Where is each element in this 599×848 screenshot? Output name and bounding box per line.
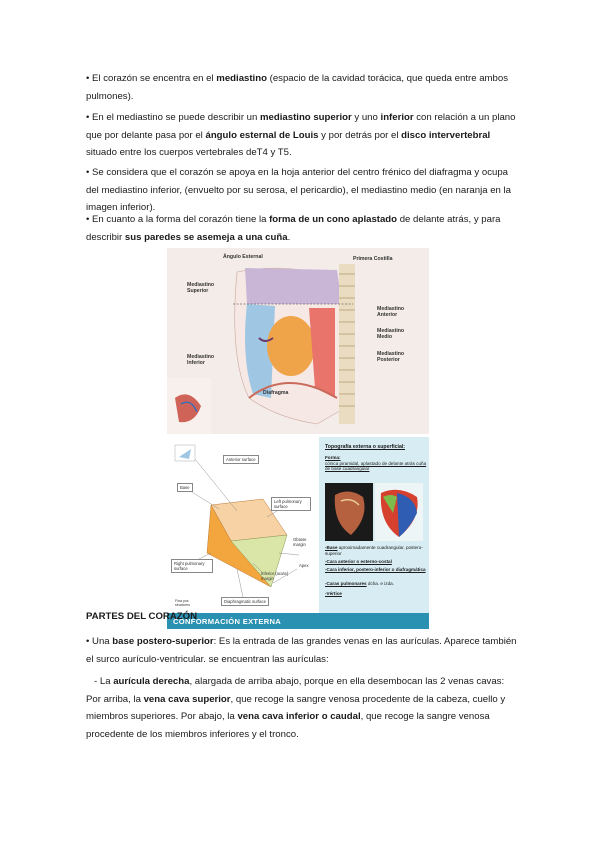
diaphragm	[248, 382, 338, 399]
topografia-title: Topografía externa o superficial:	[325, 444, 406, 450]
bold-text: base postero-superior	[112, 636, 214, 647]
label-mediastino-superior: Mediastino Superior	[187, 282, 215, 294]
item-cara-anterior: -Cara anterior o esterno-costal	[325, 559, 429, 565]
wedge-diagram: Anterior surface Base Left pulmonary sur…	[167, 437, 319, 613]
text: con relación a un plano que por delante …	[86, 112, 516, 141]
item-vertice: -Vértice	[325, 591, 429, 597]
external-conformation-figure: Anterior surface Base Left pulmonary sur…	[167, 437, 429, 629]
label-diafragma: Diafragma	[263, 390, 289, 396]
heart-wedge-illustration	[174, 444, 300, 598]
label-anterior-surface: Anterior surface	[223, 455, 259, 464]
text: - La	[86, 676, 114, 687]
item-vertice-label: -Vértice	[325, 591, 342, 596]
topografia-panel: Topografía externa o superficial: Forma:…	[319, 437, 429, 613]
item-base-label: -Base	[325, 545, 338, 550]
label-mediastino-posterior: Mediastino Posterior	[377, 351, 405, 363]
bold-text: aurícula derecha	[113, 676, 190, 687]
label-obtuse-margin: Obtuse margin	[293, 537, 307, 547]
item-cara-anterior-label: -Cara anterior o esterno-costal	[325, 559, 392, 564]
forma-block: Forma: cónica piramidal, aplastado de de…	[325, 455, 429, 472]
text: (espacio de la cavidad torácica, que que…	[86, 73, 509, 102]
bold-text: inferior	[380, 112, 414, 123]
label-mediastino-inferior: Mediastino Inferior	[187, 354, 215, 366]
text: situado entre los cuerpos vertebrales de…	[86, 147, 292, 158]
label-angulo-esternal: Ángulo Esternal	[223, 254, 263, 260]
item-base: -Base aproximadamente cuadrangular, post…	[325, 545, 429, 556]
text: de delante atrás, y para describir	[86, 214, 501, 243]
section-heading: PARTES DEL CORAZÓN	[86, 611, 198, 622]
paragraph-auricula-derecha: - La aurícula derecha, alargada de arrib…	[86, 673, 518, 743]
label-mediastino-anterior: Mediastino Anterior	[377, 306, 405, 318]
label-apex: Apex	[299, 563, 309, 568]
item-base-text: aproximadamente cuadrangular, postero-su…	[325, 545, 423, 556]
mediastino-posterior-region	[309, 308, 335, 398]
item-caras-pulmonares: -Caras pulmonares dcha. e izda.	[325, 581, 429, 587]
label-diaphragmatic-surface: Diaphragmatic surface	[221, 597, 269, 606]
mediastinum-figure: Ángulo Esternal Primera Costilla Mediast…	[167, 248, 429, 434]
text: • Se considera que el corazón se apoya e…	[86, 167, 512, 213]
label-base: Base	[177, 483, 193, 492]
paragraph-mediastino: • El corazón se encentra en el mediastin…	[86, 70, 518, 105]
label-left-pulmonary-surface: Left pulmonary surface	[271, 497, 311, 511]
label-primera-costilla: Primera Costilla	[353, 256, 393, 262]
conformacion-band: CONFORMACIÓN EXTERNA	[167, 613, 429, 629]
mediastino-anterior-region	[245, 304, 275, 398]
paragraph-mediastino-division: • En el mediastino se puede describir un…	[86, 109, 518, 162]
forma-label: Forma:	[325, 455, 341, 460]
paragraph-base-postero-superior: • Una base postero-superior: Es la entra…	[86, 633, 518, 668]
item-cara-inferior-label: -Cara inferior, postero-inferior o diafr…	[325, 567, 426, 572]
paragraph-diafragma: • Se considera que el corazón se apoya e…	[86, 164, 518, 217]
text: y uno	[351, 112, 381, 123]
spine	[339, 264, 355, 424]
text: : Es la entrada de las grandes venas en …	[86, 636, 517, 665]
bold-text: vena cava superior	[143, 693, 231, 705]
bold-text: mediastino superior	[260, 112, 352, 123]
text: , que recoge la sangre venosa procedente…	[86, 693, 506, 723]
label-inferior-margin: Inferior (acute) margin	[261, 571, 289, 581]
label-mediastino-medio: Mediastino Medio	[377, 328, 405, 340]
mediastinum-illustration	[167, 264, 355, 434]
text: • Una	[86, 636, 113, 647]
item-cara-inferior: -Cara inferior, postero-inferior o diafr…	[325, 567, 429, 573]
item-caras-pulmonares-text: dcha. e izda.	[366, 581, 394, 586]
text: y por detrás por el	[318, 129, 402, 141]
text: • En el mediastino se puede describir un	[86, 112, 261, 123]
conformacion-band-text: CONFORMACIÓN EXTERNA	[173, 617, 282, 626]
text: , alargada de arriba abajo, porque en el…	[86, 676, 505, 705]
bold-text: vena cava inferior o caudal	[237, 711, 361, 722]
label-footnote: Flow pos structures	[175, 599, 190, 607]
heart-photos	[325, 483, 423, 541]
mediastino-superior-region	[245, 268, 342, 304]
item-caras-pulmonares-label: -Caras pulmonares	[325, 581, 367, 586]
text: • El corazón se encentra en el	[86, 73, 217, 84]
bold-text: disco intervertebral	[401, 129, 491, 141]
bold-text: sus paredes se asemeja a una cuña	[124, 231, 288, 243]
label-right-pulmonary-surface: Right pulmonary surface	[171, 559, 213, 573]
text: , que recoge la sangre venosa procedente…	[86, 711, 490, 740]
bold-text: mediastino	[216, 73, 267, 84]
paragraph-forma: • En cuanto a la forma del corazón tiene…	[86, 211, 518, 246]
text: .	[287, 231, 291, 243]
mediastino-medio-region	[267, 316, 315, 376]
bold-text: ángulo esternal de Louis	[205, 129, 319, 141]
forma-text: cónica piramidal, aplastado de delante a…	[325, 460, 427, 472]
bold-text: forma de un cono aplastado	[269, 214, 398, 225]
text: • En cuanto a la forma del corazón tiene…	[86, 214, 270, 225]
wedge-side-face	[230, 534, 288, 588]
